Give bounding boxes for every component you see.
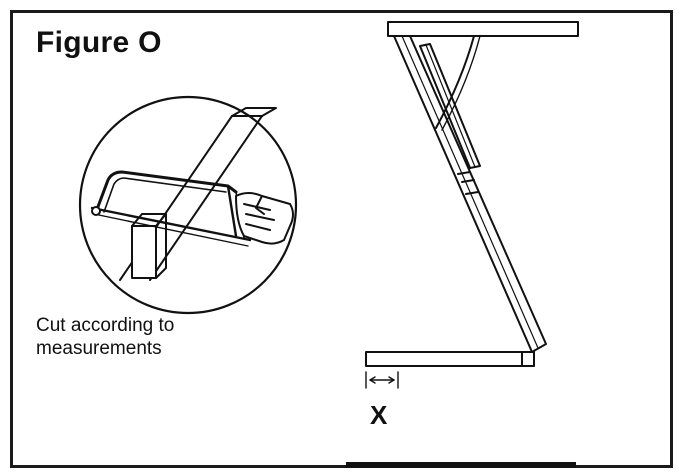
hacksaw-icon — [90, 170, 252, 247]
cut-board — [119, 107, 277, 281]
baseline-rule — [346, 462, 576, 468]
dimension-label: X — [370, 400, 388, 430]
figure-title: Figure O — [36, 26, 162, 59]
bottom-board — [365, 351, 535, 367]
figure-caption: Cut according to measurements — [36, 315, 175, 359]
top-board — [387, 21, 579, 37]
brace-bar — [419, 43, 481, 169]
hand-icon — [235, 192, 294, 245]
diagonal-leg — [393, 35, 547, 353]
support-rod — [435, 35, 481, 131]
dimension-x-indicator — [365, 371, 399, 389]
